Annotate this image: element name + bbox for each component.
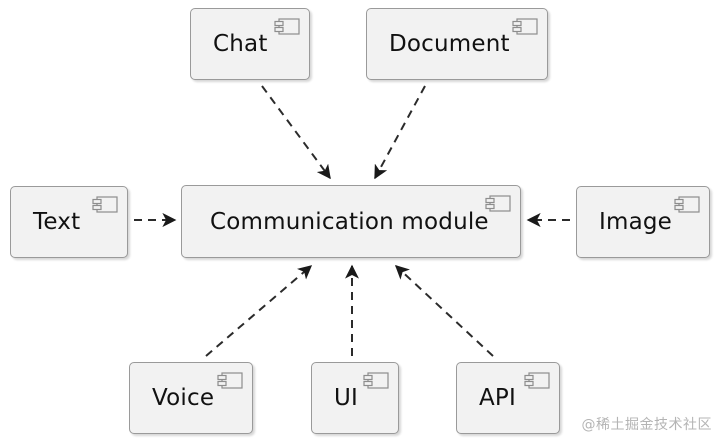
component-api-label: API (479, 385, 516, 411)
uml-component-icon (363, 372, 389, 389)
component-communication-module[interactable]: Communication module (181, 185, 521, 258)
component-communication-module-label: Communication module (210, 208, 489, 235)
component-document[interactable]: Document (366, 8, 548, 80)
edge-api-to-center (394, 265, 494, 357)
component-chat[interactable]: Chat (190, 8, 310, 80)
component-image[interactable]: Image (576, 186, 710, 258)
edge-document-to-center (374, 85, 426, 180)
uml-component-icon (274, 18, 300, 35)
edge-chat-to-center (261, 85, 331, 180)
component-ui[interactable]: UI (311, 362, 399, 434)
component-image-label: Image (599, 209, 673, 235)
component-voice-label: Voice (152, 385, 215, 411)
component-api[interactable]: API (456, 362, 560, 434)
uml-component-icon (674, 196, 700, 213)
uml-component-icon (512, 18, 538, 35)
uml-component-icon (92, 196, 118, 213)
component-chat-label: Chat (213, 31, 268, 57)
uml-component-icon (217, 372, 243, 389)
component-voice[interactable]: Voice (129, 362, 253, 434)
component-text[interactable]: Text (10, 186, 128, 258)
uml-component-icon (524, 372, 550, 389)
component-document-label: Document (389, 31, 510, 57)
edge-voice-to-center (205, 265, 313, 357)
component-ui-label: UI (334, 385, 359, 411)
component-text-label: Text (33, 209, 81, 235)
uml-component-icon (485, 195, 511, 212)
watermark: @稀土掘金技术社区 (581, 417, 712, 433)
